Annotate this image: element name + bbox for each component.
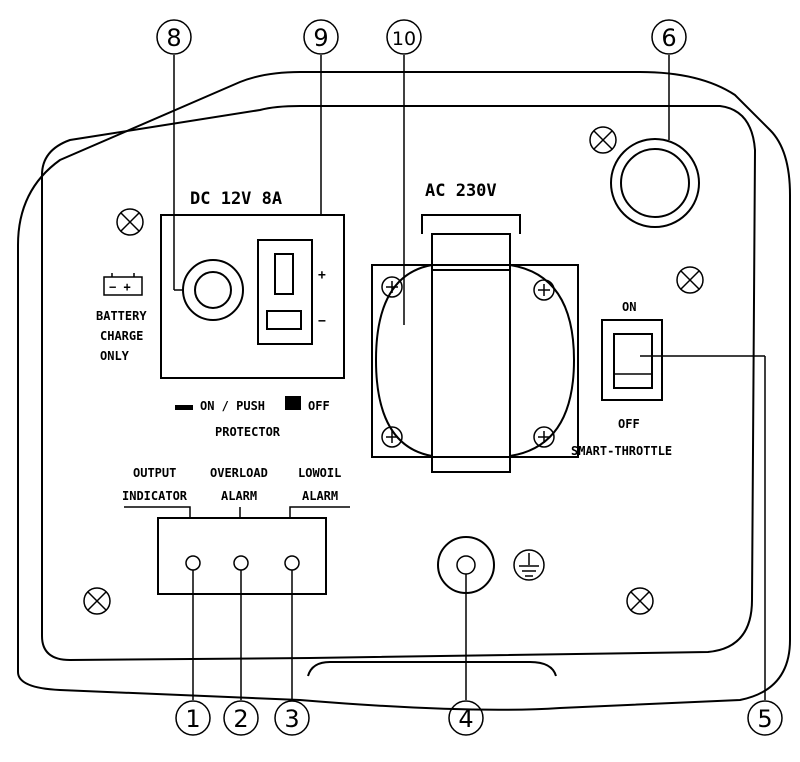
svg-text:− +: − +	[109, 280, 131, 294]
bottom-handle	[307, 661, 557, 677]
callout-2: 2	[223, 700, 259, 736]
output-indicator-label-2: INDICATOR	[122, 489, 188, 503]
switch-name-label: SMART-THROTTLE	[571, 444, 672, 458]
output-indicator-label-1: OUTPUT	[133, 466, 176, 480]
svg-text:1: 1	[185, 705, 200, 733]
housing-outline	[17, 71, 791, 711]
output-indicator-lamp	[185, 555, 201, 571]
dc-plus-label: +	[318, 268, 326, 283]
callout-10: 10	[386, 19, 422, 55]
screw-icon	[381, 276, 403, 298]
svg-text:2: 2	[233, 705, 248, 733]
switch-on-label: ON	[622, 300, 636, 314]
protector-label-2: PROTECTOR	[215, 425, 281, 439]
knob-6	[610, 138, 700, 228]
callout-5: 5	[747, 700, 783, 736]
overload-alarm-label-1: OVERLOAD	[210, 466, 268, 480]
callout-9: 9	[303, 19, 339, 55]
protector-label-1: ON / PUSH	[200, 399, 265, 413]
ac-title: AC 230V	[425, 181, 497, 201]
dc-socket	[182, 259, 244, 321]
push-off-icon	[285, 396, 301, 410]
screw-icon	[83, 587, 111, 615]
screw-icon	[676, 266, 704, 294]
callout-8: 8	[156, 19, 192, 55]
dc-minus-label: −	[318, 314, 326, 329]
screw-icon	[381, 426, 403, 448]
overload-alarm-lamp	[233, 555, 249, 571]
overload-alarm-label-2: ALARM	[221, 489, 257, 503]
battery-label-2: CHARGE	[100, 329, 143, 343]
callout-4: 4	[448, 700, 484, 736]
indicator-bracket-left	[124, 506, 191, 518]
battery-icon: − +	[103, 273, 143, 296]
battery-label-3: ONLY	[100, 349, 130, 363]
screw-icon	[533, 426, 555, 448]
indicator-housing	[157, 517, 327, 595]
ground-icon	[513, 549, 545, 581]
svg-text:5: 5	[757, 705, 772, 733]
callout-3: 3	[274, 700, 310, 736]
screw-icon	[116, 208, 144, 236]
circuit-breaker-housing	[257, 239, 313, 345]
svg-text:8: 8	[166, 24, 181, 52]
dc-title: DC 12V 8A	[190, 189, 282, 209]
indicator-bracket-right	[289, 506, 350, 518]
protector-label-1b: OFF	[308, 399, 330, 413]
push-on-icon	[175, 405, 193, 410]
switch-housing	[601, 319, 663, 401]
screw-icon	[533, 279, 555, 301]
svg-text:9: 9	[313, 24, 328, 52]
svg-text:6: 6	[661, 24, 676, 52]
svg-text:3: 3	[284, 705, 299, 733]
svg-text:10: 10	[392, 28, 416, 50]
callout-6: 6	[651, 19, 687, 55]
svg-text:4: 4	[458, 705, 473, 733]
screw-icon	[626, 587, 654, 615]
switch-rocker	[613, 333, 653, 389]
leader-lines	[173, 55, 766, 700]
breaker-button	[274, 253, 294, 295]
switch-off-label: OFF	[618, 417, 640, 431]
lowoil-alarm-label-1: LOWOIL	[298, 466, 341, 480]
battery-label-1: BATTERY	[96, 309, 147, 323]
panel-outline	[41, 105, 757, 662]
screw-icon	[589, 126, 617, 154]
callout-1: 1	[175, 700, 211, 736]
breaker-reset	[266, 310, 302, 330]
lowoil-alarm-label-2: ALARM	[302, 489, 338, 503]
dc-outlet-panel	[160, 214, 345, 379]
lowoil-alarm-lamp	[284, 555, 300, 571]
ac-socket	[371, 214, 579, 473]
